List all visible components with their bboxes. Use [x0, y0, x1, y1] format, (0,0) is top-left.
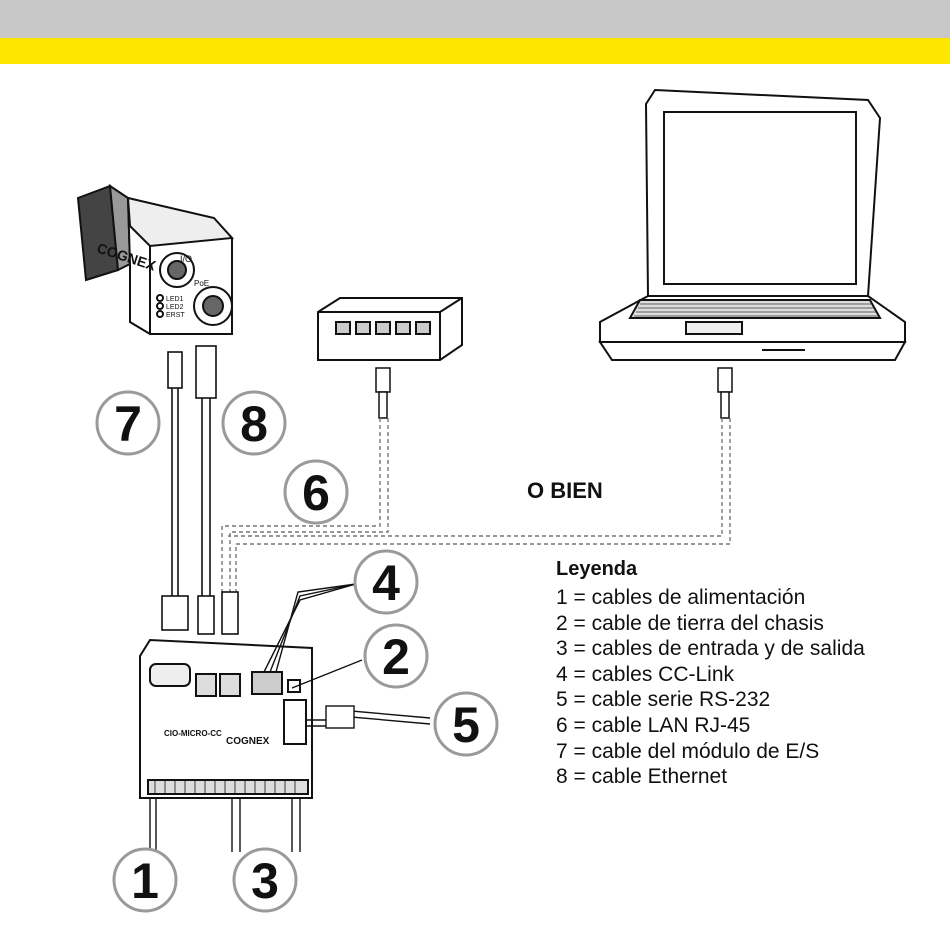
legend-item: 7 = cable del módulo de E/S	[556, 739, 865, 765]
legend: Leyenda 1 = cables de alimentación 2 = c…	[556, 558, 865, 790]
camera-io-label: I/O	[180, 254, 192, 264]
svg-text:4: 4	[372, 555, 400, 611]
badge-1: 1	[114, 849, 176, 911]
legend-item: 4 = cables CC-Link	[556, 662, 865, 688]
laptop	[600, 90, 905, 360]
module-model-label: CIO-MICRO-CC	[164, 729, 222, 738]
svg-text:7: 7	[114, 396, 142, 452]
module-brand-logo: COGNEX	[226, 736, 270, 747]
badge-2: 2	[365, 625, 427, 687]
legend-item: 2 = cable de tierra del chasis	[556, 611, 865, 637]
badge-6: 6	[285, 461, 347, 523]
badge-7: 7	[97, 392, 159, 454]
svg-text:2: 2	[382, 629, 410, 685]
legend-item: 8 = cable Ethernet	[556, 764, 865, 790]
svg-text:5: 5	[452, 697, 480, 753]
rj45-plug-switch	[376, 368, 390, 418]
legend-item: 5 = cable serie RS-232	[556, 687, 865, 713]
camera-cables	[162, 346, 238, 634]
legend-list: 1 = cables de alimentación 2 = cable de …	[556, 585, 865, 790]
camera-poe-label: PoE	[194, 279, 209, 288]
svg-text:6: 6	[302, 465, 330, 521]
or-label: O BIEN	[527, 478, 603, 504]
io-module	[140, 640, 312, 798]
svg-text:3: 3	[251, 853, 279, 909]
badge-5: 5	[435, 693, 497, 755]
camera-led1-label: LED1	[166, 296, 184, 303]
network-switch	[318, 298, 462, 360]
badge-4: 4	[355, 551, 417, 613]
legend-item: 3 = cables de entrada y de salida	[556, 636, 865, 662]
rj45-plug-laptop	[718, 368, 732, 418]
legend-item: 1 = cables de alimentación	[556, 585, 865, 611]
camera-led2-label: LED2	[166, 304, 184, 311]
badge-3: 3	[234, 849, 296, 911]
legend-item: 6 = cable LAN RJ-45	[556, 713, 865, 739]
badge-8: 8	[223, 392, 285, 454]
legend-title: Leyenda	[556, 558, 865, 581]
svg-text:1: 1	[131, 853, 159, 909]
camera-erst-label: ERST	[166, 312, 185, 319]
svg-text:8: 8	[240, 396, 268, 452]
